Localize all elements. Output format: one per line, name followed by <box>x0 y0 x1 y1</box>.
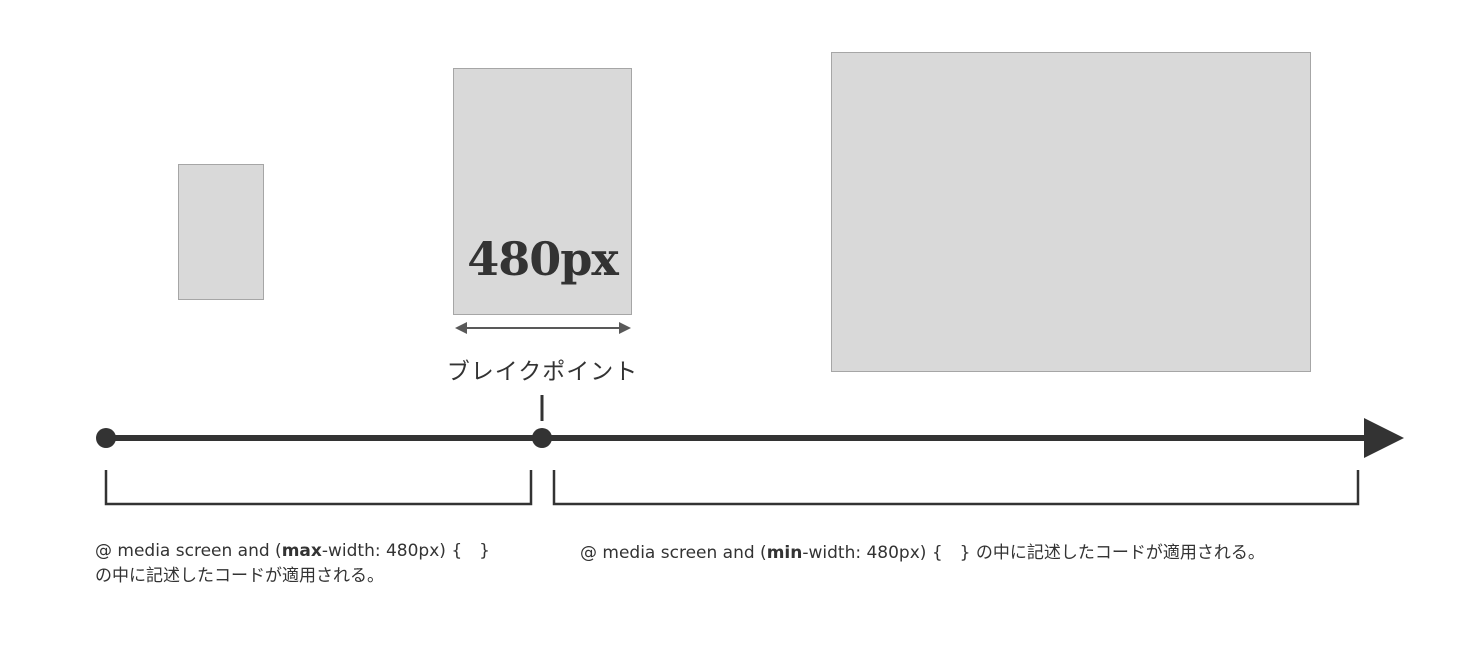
caption-suffix: -width: 480px) { } <box>321 541 490 561</box>
min-width-caption: @ media screen and (min-width: 480px) { … <box>580 541 1265 566</box>
max-width-caption-line1: @ media screen and (max-width: 480px) { … <box>95 539 490 564</box>
caption-keyword: max <box>281 541 322 561</box>
max-width-caption-line2: の中に記述したコードが適用される。 <box>95 566 384 586</box>
caption-prefix: @ media screen and ( <box>95 541 282 561</box>
caption-suffix: -width: 480px) { } の中に記述したコードが適用される。 <box>802 543 1265 563</box>
min-width-bracket <box>552 470 1360 506</box>
width-double-arrow <box>455 322 631 334</box>
max-width-caption: @ media screen and (max-width: 480px) { … <box>95 539 490 589</box>
caption-prefix: @ media screen and ( <box>580 543 767 563</box>
medium-viewport-box <box>453 68 632 315</box>
axis-arrowhead <box>1364 418 1404 458</box>
small-viewport-box <box>178 164 264 300</box>
axis-start-dot <box>96 428 116 448</box>
max-width-bracket <box>104 470 533 506</box>
large-viewport-box <box>831 52 1311 372</box>
caption-keyword: min <box>766 543 803 563</box>
breakpoint-label: ブレイクポイント <box>446 359 639 385</box>
viewport-width-label: 480px <box>467 232 619 286</box>
breakpoint-dot <box>532 428 552 448</box>
